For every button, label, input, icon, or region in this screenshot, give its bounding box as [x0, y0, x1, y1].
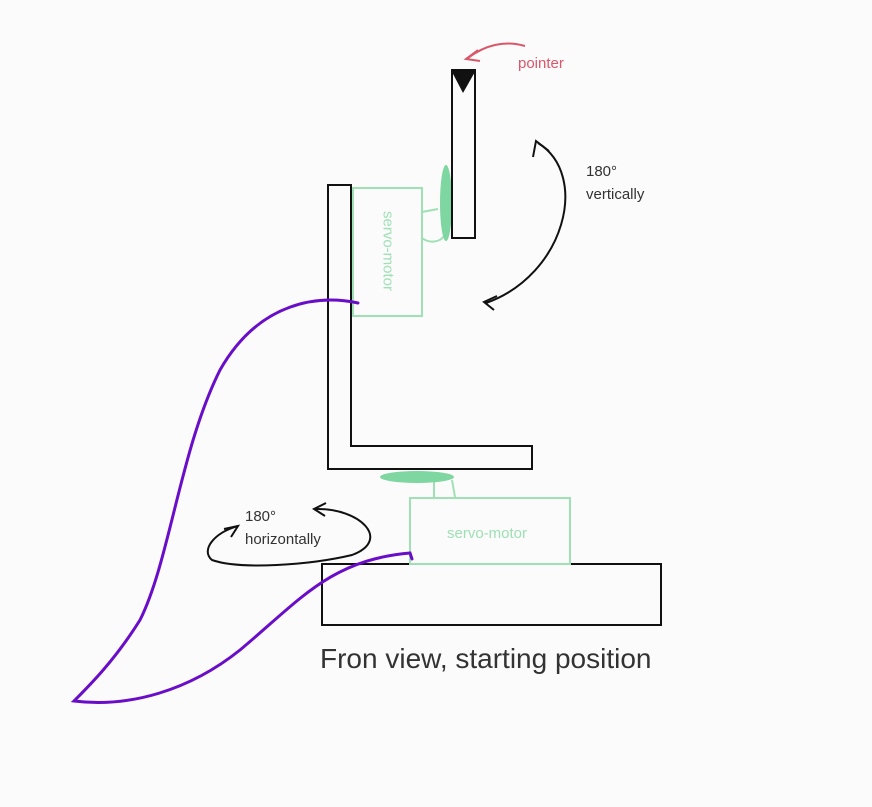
vertical-rotation-arrowhead-top [532, 139, 550, 158]
pointer-label: pointer [518, 55, 564, 72]
vertical-rotation-degrees: 180° [586, 163, 618, 180]
servo-motor-bottom-label: servo-motor [447, 525, 528, 542]
servo-bottom-shaft [433, 479, 456, 498]
vertical-rotation-arrow [485, 142, 567, 304]
servo-bottom-horn [380, 471, 454, 483]
servo-top-shaft [421, 208, 445, 243]
pointer-tip [451, 70, 476, 93]
servo-motor-top [352, 187, 423, 317]
caption: Fron view, starting position [320, 643, 652, 674]
vertical-rotation-label: vertically [586, 186, 645, 203]
horizontal-rotation-arrowhead-left [223, 524, 241, 538]
servo-motor-top-label: servo-motor [379, 210, 397, 292]
servo-motor-bottom [409, 497, 571, 565]
l-bracket [327, 184, 533, 470]
horizontal-rotation-label: horizontally [245, 531, 321, 548]
servo-top-horn [440, 165, 452, 241]
pointer-annotation-arrowhead [463, 49, 481, 62]
horizontal-rotation-arrow [206, 507, 372, 567]
cable [70, 298, 414, 704]
horizontal-rotation-degrees: 180° [245, 508, 277, 525]
horizontal-rotation-arrowhead-top [311, 502, 327, 517]
vertical-rotation-arrowhead-bottom [482, 295, 498, 311]
